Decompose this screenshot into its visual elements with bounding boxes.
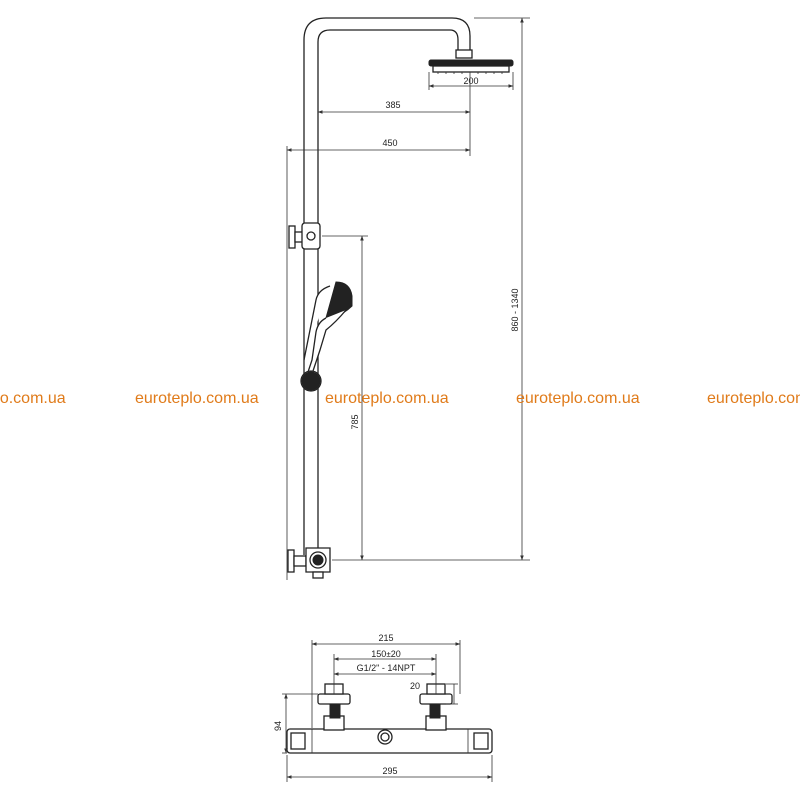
watermark-row: euroteplo.com.ua euroteplo.com.ua eurote…	[0, 390, 800, 407]
label-thread: G1/2" - 14NPT	[357, 663, 416, 673]
hand-shower	[303, 281, 353, 375]
overhead-shower-head	[428, 49, 514, 74]
watermark-3: euroteplo.com.ua	[325, 390, 449, 407]
label-hand-shower-height: 785	[350, 414, 360, 429]
thermostatic-mixer	[286, 683, 493, 754]
shower-column	[303, 17, 471, 555]
label-arm-reach: 385	[385, 100, 400, 110]
label-mixer-length: 295	[382, 766, 397, 776]
label-mixer-depth: 94	[273, 721, 283, 731]
label-bracket-reach: 450	[382, 138, 397, 148]
slide-holder	[300, 370, 322, 392]
watermark-2: euroteplo.com.ua	[135, 390, 259, 407]
dim-450: 450	[286, 118, 471, 580]
label-total-height: 860 - 1340	[510, 288, 520, 331]
dim-785: 785	[322, 235, 368, 561]
watermark-4: euroteplo.com.ua	[516, 390, 640, 407]
label-nut-height: 20	[410, 681, 420, 691]
dim-200: 200	[428, 72, 514, 90]
label-head-diameter: 200	[463, 76, 478, 86]
dim-94: 94	[273, 693, 318, 754]
dim-295: 295	[286, 755, 493, 782]
dim-20: 20	[410, 681, 458, 705]
dim-thread: G1/2" - 14NPT	[333, 663, 437, 676]
label-mixer-width: 215	[378, 633, 393, 643]
dim-385: 385	[317, 74, 471, 118]
watermark-1: euroteplo.com.ua	[0, 390, 66, 407]
dim-860-1340: 860 - 1340	[332, 17, 530, 561]
watermark-5: euroteplo.com.ua	[707, 390, 800, 407]
wall-bracket-upper	[288, 222, 321, 250]
dim-215: 215	[311, 633, 461, 728]
label-connection-spacing: 150±20	[371, 649, 400, 659]
diverter-bottom	[287, 547, 331, 579]
